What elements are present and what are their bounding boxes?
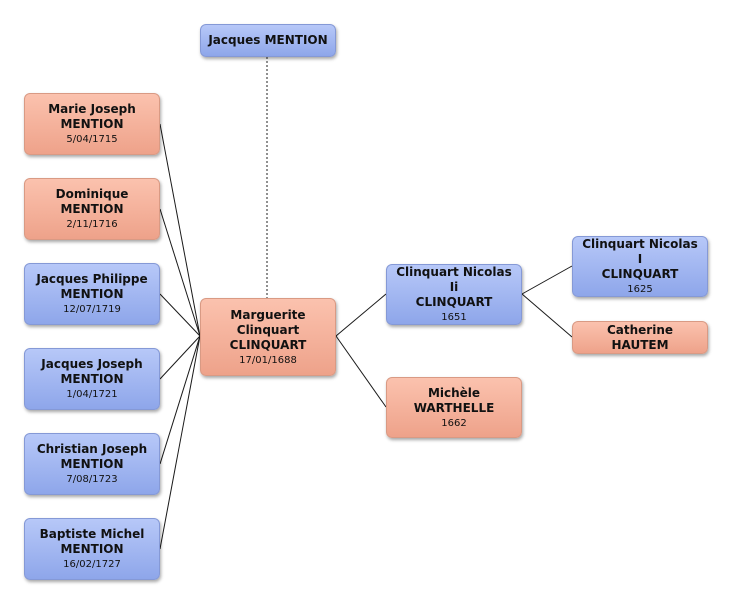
person-card-jacques-philippe[interactable]: Jacques Philippe MENTION 12/07/1719: [24, 263, 160, 325]
person-card-nicolas-i[interactable]: Clinquart Nicolas I CLINQUART 1625: [572, 236, 708, 297]
parent-link-line: [335, 335, 387, 408]
person-name: Baptiste Michel MENTION: [39, 527, 145, 556]
person-card-jacques-mention[interactable]: Jacques MENTION: [200, 24, 336, 57]
child-link-line: [159, 335, 201, 465]
person-date: 7/08/1723: [66, 474, 118, 485]
person-date: 1651: [441, 312, 467, 323]
person-card-michele[interactable]: Michèle WARTHELLE 1662: [386, 377, 522, 438]
parent-link-line: [521, 265, 573, 295]
person-card-jacques-joseph[interactable]: Jacques Joseph MENTION 1/04/1721: [24, 348, 160, 410]
person-card-christian-joseph[interactable]: Christian Joseph MENTION 7/08/1723: [24, 433, 160, 495]
person-date: 5/04/1715: [66, 134, 118, 145]
person-date: 2/11/1716: [66, 219, 118, 230]
person-name: Dominique MENTION: [55, 187, 129, 216]
person-name: Christian Joseph MENTION: [36, 442, 148, 471]
person-date: 16/02/1727: [63, 559, 121, 570]
person-name: Catherine HAUTEM: [606, 322, 674, 352]
parent-link-line: [335, 293, 387, 337]
person-date: 1662: [441, 417, 467, 429]
person-date: 1625: [627, 284, 653, 295]
person-name: Jacques MENTION: [208, 33, 328, 47]
person-name: Marie Joseph MENTION: [48, 102, 136, 131]
child-link-line: [159, 123, 201, 337]
child-link-line: [159, 335, 201, 380]
person-card-dominique[interactable]: Dominique MENTION 2/11/1716: [24, 178, 160, 240]
parent-link-line: [521, 293, 573, 338]
person-name: Clinquart Nicolas Ii CLINQUART: [396, 265, 512, 309]
person-date: 1/04/1721: [66, 389, 118, 400]
child-link-line: [159, 208, 201, 337]
person-name: Jacques Philippe MENTION: [36, 272, 148, 301]
person-card-nicolas-ii[interactable]: Clinquart Nicolas Ii CLINQUART 1651: [386, 264, 522, 325]
person-card-catherine[interactable]: Catherine HAUTEM: [572, 321, 708, 354]
person-name: Jacques Joseph MENTION: [41, 357, 143, 386]
child-link-line: [159, 335, 201, 550]
child-link-line: [159, 293, 201, 337]
person-card-marie-joseph[interactable]: Marie Joseph MENTION 5/04/1715: [24, 93, 160, 155]
person-date: 17/01/1688: [239, 354, 297, 366]
person-date: 12/07/1719: [63, 304, 121, 315]
person-card-baptiste-michel[interactable]: Baptiste Michel MENTION 16/02/1727: [24, 518, 160, 580]
person-card-marguerite[interactable]: Marguerite Clinquart CLINQUART 17/01/168…: [200, 298, 336, 376]
person-name: Marguerite Clinquart CLINQUART: [229, 307, 307, 352]
person-name: Clinquart Nicolas I CLINQUART: [582, 237, 698, 281]
person-name: Michèle WARTHELLE: [413, 385, 495, 415]
